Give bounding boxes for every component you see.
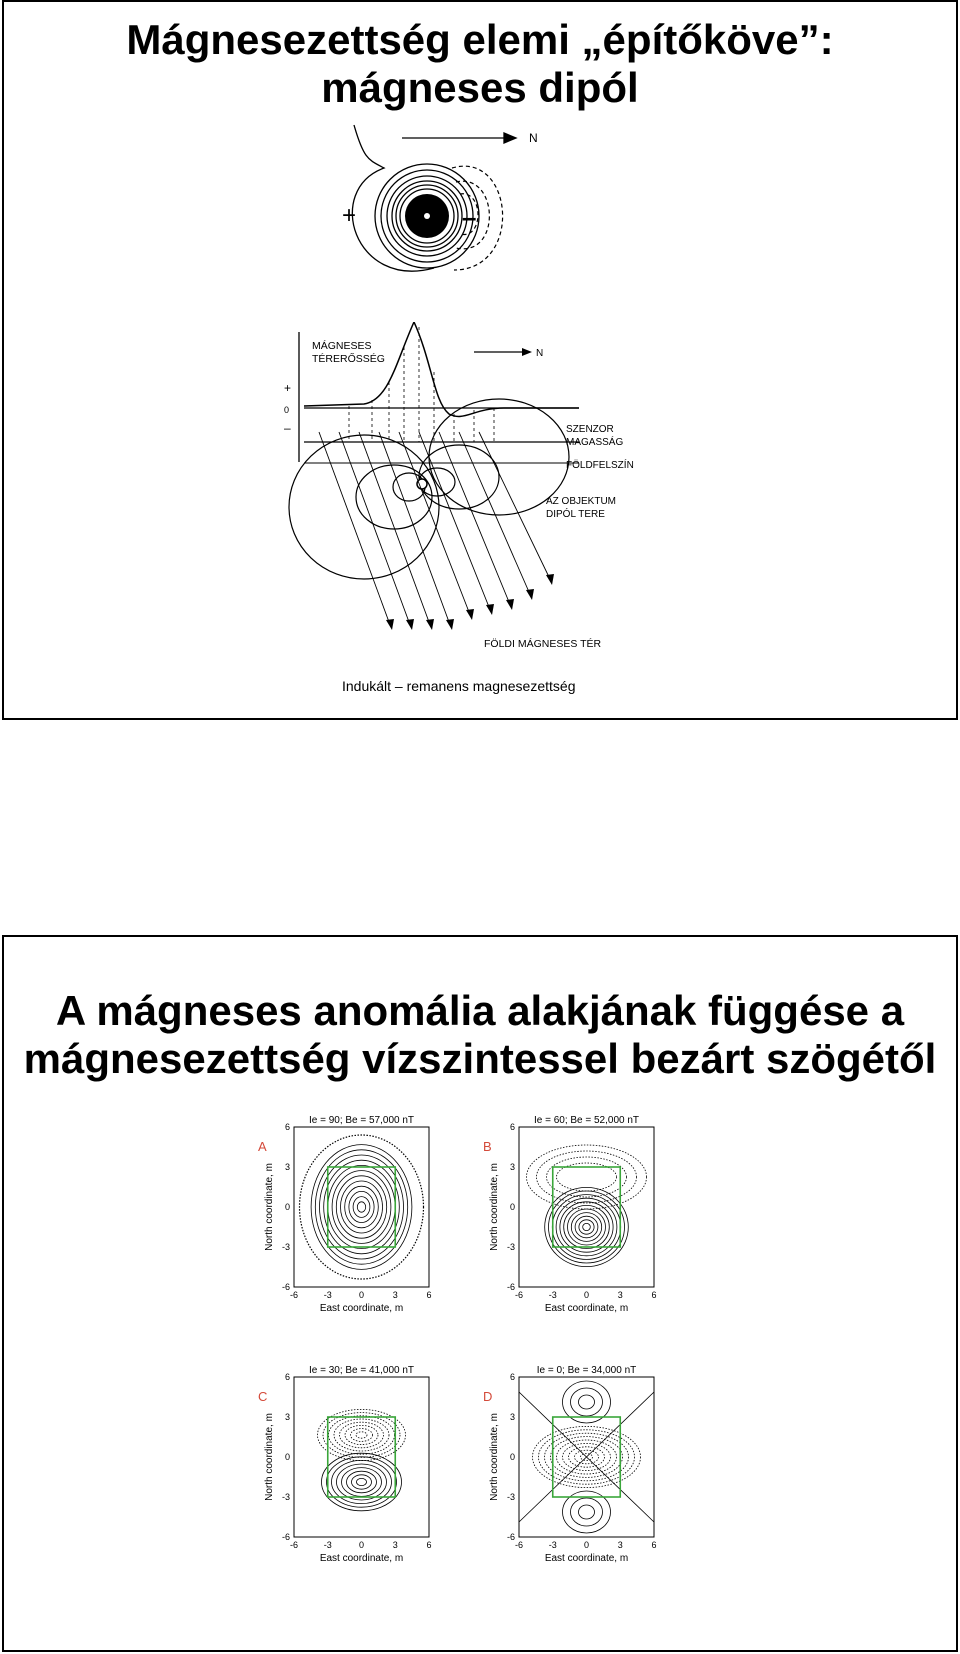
y-tick-label: -3 xyxy=(507,1242,515,1252)
y-tick-label: -3 xyxy=(507,1492,515,1502)
axis-minus-label: – xyxy=(284,421,291,435)
x-tick-label: -6 xyxy=(515,1290,523,1300)
dipole-field-figure: N + – xyxy=(334,120,564,300)
dipole-label-1: AZ OBJEKTUM xyxy=(546,496,616,507)
slide2-title-line2: mágnesezettség vízszintessel bezárt szög… xyxy=(24,1035,937,1082)
panel-d: Ie = 0; Be = 34,000 nT D -6-6 -3 -3 0 0 3 3 6 6Eas… xyxy=(483,1365,657,1564)
y-axis-label: North coordinate, m xyxy=(489,1413,500,1501)
slide1-caption: Indukált – remanens magnesezettség xyxy=(342,678,575,694)
intensity-label-2: TÉRERŐSSÉG xyxy=(312,351,385,365)
y-tick-label: 3 xyxy=(285,1412,290,1422)
y-tick-label: 6 xyxy=(285,1372,290,1382)
axis-zero-label: 0 xyxy=(284,405,289,415)
panel-frame xyxy=(294,1127,429,1287)
axis-plus-label: + xyxy=(284,381,291,395)
x-tick-label: 0 xyxy=(359,1540,364,1550)
dipole-plus-label: + xyxy=(342,202,356,229)
dipole-minus-label: – xyxy=(462,202,476,232)
x-tick-label: -6 xyxy=(290,1290,298,1300)
slide2-title: A mágneses anomália alakjának függése a … xyxy=(4,987,956,1083)
y-tick-label: -6 xyxy=(507,1532,515,1542)
magnetic-profile-figure: + 0 – MÁGNESES TÉRERŐSSÉG N SZENZOR MAGA… xyxy=(274,322,674,672)
panel-header: Ie = 30; Be = 41,000 nT xyxy=(309,1365,414,1376)
x-tick-label: 6 xyxy=(426,1290,431,1300)
y-tick-label: -6 xyxy=(507,1282,515,1292)
x-tick-label: -3 xyxy=(549,1290,557,1300)
x-tick-label: 3 xyxy=(393,1290,398,1300)
y-tick-label: -3 xyxy=(282,1242,290,1252)
surface-label: FÖLDFELSZÍN xyxy=(566,458,634,471)
x-axis-label: East coordinate, m xyxy=(545,1303,628,1314)
y-axis-label: North coordinate, m xyxy=(489,1163,500,1251)
sensor-label-2: MAGASSÁG xyxy=(566,435,623,448)
x-tick-label: -3 xyxy=(324,1540,332,1550)
slide-dipole: Mágnesezettség elemi „építőköve”: mágnes… xyxy=(2,0,958,720)
panel-letter: B xyxy=(483,1139,492,1154)
y-tick-label: 3 xyxy=(510,1162,515,1172)
y-axis-label: North coordinate, m xyxy=(264,1413,275,1501)
intensity-label-1: MÁGNESES xyxy=(312,339,372,352)
sensor-label-1: SZENZOR xyxy=(566,424,614,435)
panel-header: Ie = 0; Be = 34,000 nT xyxy=(537,1365,637,1376)
x-tick-label: 6 xyxy=(651,1290,656,1300)
y-tick-label: 3 xyxy=(285,1162,290,1172)
dipole-north-label: N xyxy=(529,131,538,145)
panel-b: Ie = 60; Be = 52,000 nT B -6-6 -3 -3 0 0 3 3 6 6Ea… xyxy=(483,1115,657,1314)
y-tick-label: 0 xyxy=(510,1202,515,1212)
dipole-label-2: DIPÓL TERE xyxy=(546,507,605,520)
x-tick-label: 0 xyxy=(584,1540,589,1550)
y-tick-label: 0 xyxy=(285,1202,290,1212)
slide1-title-line2: mágneses dipól xyxy=(321,64,638,111)
panel-a: Ie = 90; Be = 57,000 nT A -6-6 -3 -3 0 0 3 3 6 6Ea… xyxy=(258,1115,432,1314)
panel-header: Ie = 60; Be = 52,000 nT xyxy=(534,1115,639,1126)
slide2-title-line1: A mágneses anomália alakjának függése a xyxy=(56,987,904,1034)
slide1-title: Mágnesezettség elemi „építőköve”: mágnes… xyxy=(4,16,956,112)
panel-letter: D xyxy=(483,1389,492,1404)
profile-north-label: N xyxy=(536,348,543,359)
x-tick-label: 0 xyxy=(584,1290,589,1300)
x-tick-label: 3 xyxy=(618,1540,623,1550)
panel-header: Ie = 90; Be = 57,000 nT xyxy=(309,1115,414,1126)
y-tick-label: -3 xyxy=(282,1492,290,1502)
y-tick-label: 0 xyxy=(285,1452,290,1462)
y-tick-label: 0 xyxy=(510,1452,515,1462)
x-axis-label: East coordinate, m xyxy=(545,1553,628,1564)
x-tick-label: -6 xyxy=(515,1540,523,1550)
x-tick-label: 3 xyxy=(393,1540,398,1550)
slide-anomaly: A mágneses anomália alakjának függése a … xyxy=(2,935,958,1652)
y-tick-label: -6 xyxy=(282,1282,290,1292)
y-tick-label: -6 xyxy=(282,1532,290,1542)
y-tick-label: 6 xyxy=(510,1372,515,1382)
y-tick-label: 3 xyxy=(510,1412,515,1422)
x-tick-label: -6 xyxy=(290,1540,298,1550)
slide1-title-line1: Mágnesezettség elemi „építőköve”: xyxy=(126,16,833,63)
x-tick-label: 3 xyxy=(618,1290,623,1300)
x-axis-label: East coordinate, m xyxy=(320,1553,403,1564)
x-tick-label: -3 xyxy=(549,1540,557,1550)
y-tick-label: 6 xyxy=(510,1122,515,1132)
anomaly-panels-figure: Ie = 90; Be = 57,000 nTA-6-6-3-3003366Ea… xyxy=(244,1107,704,1627)
earth-field-label: FÖLDI MÁGNESES TÉR xyxy=(484,637,601,650)
x-axis-label: East coordinate, m xyxy=(320,1303,403,1314)
x-tick-label: 6 xyxy=(651,1540,656,1550)
x-tick-label: 0 xyxy=(359,1290,364,1300)
y-tick-label: 6 xyxy=(285,1122,290,1132)
panel-letter: C xyxy=(258,1389,267,1404)
panel-c: Ie = 30; Be = 41,000 nT C -6-6 -3 -3 0 0 3 3 6 6Ea… xyxy=(258,1365,432,1564)
x-tick-label: 6 xyxy=(426,1540,431,1550)
y-axis-label: North coordinate, m xyxy=(264,1163,275,1251)
panel-letter: A xyxy=(258,1139,267,1154)
x-tick-label: -3 xyxy=(324,1290,332,1300)
